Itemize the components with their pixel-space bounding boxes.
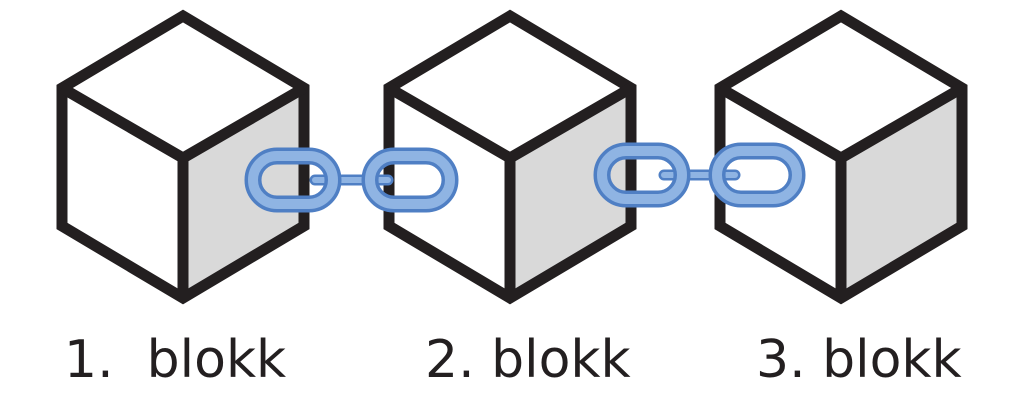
block-cube-1 (56, 9, 310, 305)
block-2-label: 2. blokk (425, 330, 631, 390)
chain-ring-inner (248, 151, 338, 209)
chain-ring-inner (365, 151, 455, 209)
chain-link-2 (593, 142, 806, 208)
chain-link-1 (244, 147, 459, 213)
chain-ring-inner (597, 146, 687, 204)
block-cube-3 (714, 9, 968, 305)
chain-ring-inner (712, 146, 802, 204)
block-3-label: 3. blokk (756, 330, 962, 390)
block-cube-2 (383, 9, 637, 305)
block-1-label: 1. blokk (64, 330, 287, 390)
